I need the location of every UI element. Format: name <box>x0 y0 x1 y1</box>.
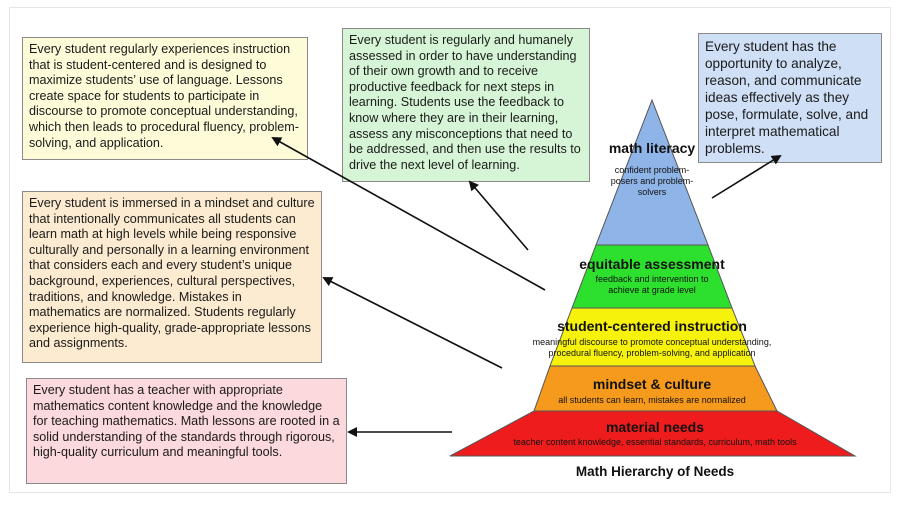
diagram-caption: Math Hierarchy of Needs <box>575 464 735 479</box>
mindset-description-box: Every student is immersed in a mindset a… <box>22 191 322 363</box>
tier-mindset-culture-subtitle: all students can learn, mistakes are nor… <box>558 395 746 405</box>
tier-math-literacy-subtitle: confident problem-posers and problem-sol… <box>610 165 694 197</box>
tier-student-centered-instruction-subtitle: meaningful discourse to promote conceptu… <box>532 337 772 358</box>
instruction-description-box: Every student regularly experiences inst… <box>22 37 308 160</box>
tier-material-needs-label: material needs teacher content knowledge… <box>486 419 824 448</box>
assessment-description-box: Every student is regularly and humanely … <box>342 28 590 182</box>
material-description-box: Every student has a teacher with appropr… <box>26 378 347 484</box>
tier-material-needs-subtitle: teacher content knowledge, essential sta… <box>513 437 797 447</box>
tier-mindset-culture-label: mindset & culture all students can learn… <box>520 376 784 406</box>
tier-material-needs-title: material needs <box>605 419 705 435</box>
tier-student-centered-instruction-title: student-centered instruction <box>557 318 747 334</box>
tier-equitable-assessment-title: equitable assessment <box>579 256 725 272</box>
tier-math-literacy-title: math literacy <box>608 140 696 156</box>
tier-equitable-assessment-label: equitable assessment feedback and interv… <box>568 256 736 296</box>
tier-mindset-culture-title: mindset & culture <box>592 376 712 392</box>
tier-student-centered-instruction-label: student-centered instruction meaningful … <box>524 318 780 359</box>
tier-equitable-assessment-subtitle: feedback and intervention to achieve at … <box>595 274 709 295</box>
literacy-description-box: Every student has the opportunity to ana… <box>698 33 882 163</box>
tier-math-literacy-label: math literacy confident problem-posers a… <box>608 140 696 198</box>
